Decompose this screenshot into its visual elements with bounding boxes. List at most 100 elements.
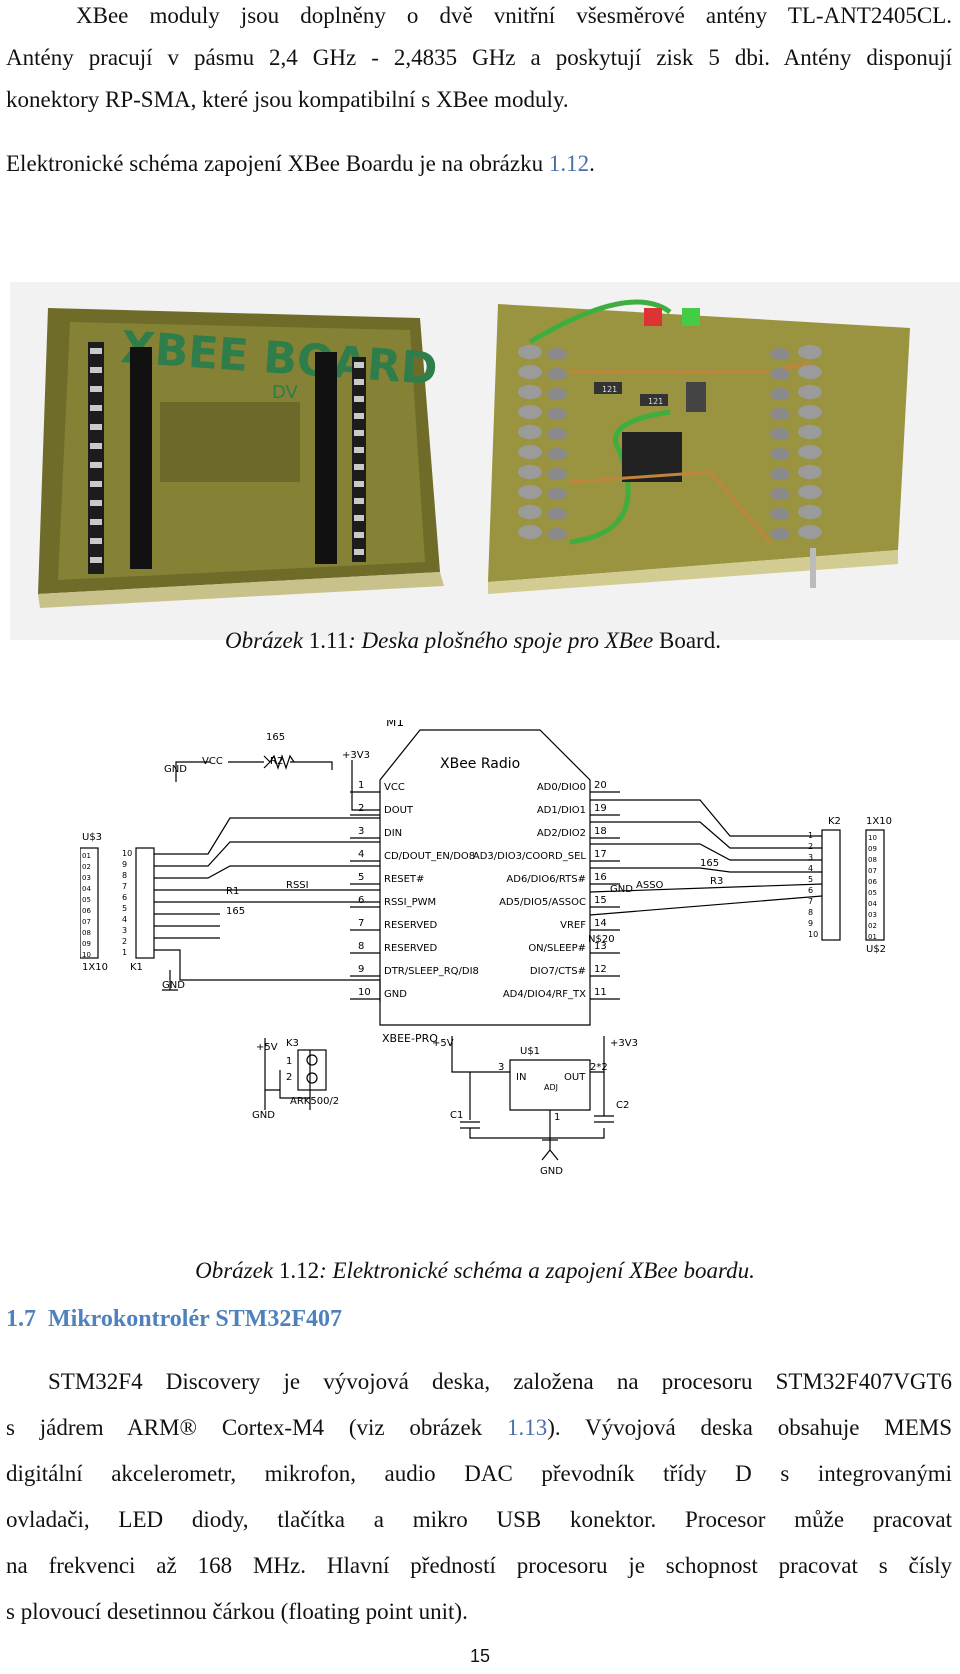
module-left-pin-label: DOUT	[384, 805, 414, 816]
solder-pad	[798, 445, 822, 459]
u3-pin: 01	[82, 852, 91, 860]
module-ref: M1	[386, 720, 404, 729]
u2-pin: 08	[868, 856, 877, 864]
u3-pin: 09	[82, 940, 91, 948]
k1-pin-number: 1	[122, 948, 127, 957]
solder-pad	[798, 365, 822, 379]
k1-pin-number: 5	[122, 904, 127, 913]
k2-pin-number: 4	[808, 864, 813, 873]
p3-line2-text: s jádrem ARM® Cortex-M4 (viz obrázek	[6, 1415, 507, 1440]
header-pin	[90, 367, 102, 373]
module-left-pin-label: VCC	[384, 782, 405, 793]
header-pin	[354, 481, 364, 487]
section-title: Mikrokontrolér STM32F407	[48, 1306, 342, 1332]
gnd-label: GND	[252, 1110, 275, 1121]
u3-pin: 05	[82, 896, 91, 904]
k3-label: K3	[286, 1038, 299, 1049]
module-left-pin-number: 4	[358, 849, 364, 860]
header-pin	[354, 515, 364, 521]
k2-pin-number: 2	[808, 842, 813, 851]
u3-pin: 02	[82, 863, 91, 871]
u1-label: U$1	[520, 1046, 540, 1057]
section-number: 1.7	[6, 1306, 36, 1332]
pcb-header-pins	[90, 348, 364, 563]
u3-pin: 10	[82, 951, 91, 959]
solder-pad	[518, 405, 542, 419]
section-heading: 1.7 Mikrokontrolér STM32F407	[6, 1306, 342, 1333]
k2-pin-number: 10	[808, 930, 818, 939]
solder-pad	[798, 385, 822, 399]
solder-pad	[770, 368, 790, 380]
module-right-pin-label: AD5/DIO5/ASSOC	[499, 897, 586, 908]
module-right-pin-label: VREF	[560, 920, 586, 931]
u2-pin: 03	[868, 911, 877, 919]
vcc-label: VCC	[202, 756, 223, 767]
solder-pad	[770, 488, 790, 500]
module-right-pin-number: 16	[594, 872, 607, 883]
pcb-part-label: 121	[602, 385, 617, 394]
header-pin	[90, 443, 102, 449]
paragraph-2: Elektronické schéma zapojení XBee Boardu…	[6, 148, 952, 180]
k1-pin-number: 4	[122, 915, 127, 924]
header-pin	[90, 557, 102, 563]
module-left-pin-number: 10	[358, 987, 371, 998]
header-pin	[354, 379, 364, 385]
u3-label: U$3	[82, 832, 102, 843]
paragraph-3-line-4: ovladači, LED diody, tlačítka a mikro US…	[6, 1507, 952, 1532]
solder-pad	[798, 425, 822, 439]
header-pin	[90, 348, 102, 354]
header-pin	[90, 500, 102, 506]
paragraph-1-line-2: Antény pracují v pásmu 2,4 GHz - 2,4835 …	[6, 45, 952, 70]
k1-pin-number: 3	[122, 926, 127, 935]
solder-pad	[547, 368, 567, 380]
solder-pad	[770, 508, 790, 520]
module-right-pin-number: 20	[594, 780, 607, 791]
module-right-pin-number: 11	[594, 987, 607, 998]
solder-pad	[547, 448, 567, 460]
module-right-pin-label: ON/SLEEP#	[528, 943, 586, 954]
reg-pin1: 1	[554, 1112, 560, 1123]
module-left-pin-number: 2	[358, 803, 364, 814]
solder-pad	[770, 348, 790, 360]
solder-pad	[770, 448, 790, 460]
r1-label: R1	[226, 886, 239, 897]
figure-reference-link[interactable]: 1.13	[506, 1415, 548, 1440]
u3-pin: 06	[82, 907, 91, 915]
header-pin	[90, 538, 102, 544]
solder-pad	[518, 465, 542, 479]
caption-prefix: Obrázek	[195, 1258, 279, 1283]
solder-pad	[798, 485, 822, 499]
figure-reference-link[interactable]: 1.12	[548, 151, 590, 176]
header-pin	[354, 430, 364, 436]
paragraph-1-line-1: XBee moduly jsou doplněny o dvě vnitřní …	[76, 3, 952, 28]
module-right-pin-number: 13	[594, 941, 607, 952]
k1-pin-number: 6	[122, 893, 127, 902]
u2-label: U$2	[866, 944, 886, 955]
solder-pad	[547, 528, 567, 540]
gnd-label: GND	[610, 884, 633, 895]
pcb-left-board: XBEE BOARD DV	[38, 308, 444, 608]
module-left-pin-label: RESERVED	[384, 943, 437, 954]
module-right-pin-number: 19	[594, 803, 607, 814]
k3-pin2: 2	[286, 1072, 292, 1083]
u3-pin: 08	[82, 929, 91, 937]
solder-pad	[798, 465, 822, 479]
plus3v3-label: +3V3	[342, 750, 370, 761]
solder-pad	[547, 508, 567, 520]
module-name: XBEE-PRO	[382, 1032, 438, 1045]
figure-2-caption: Obrázek 1.12: Elektronické schéma a zapo…	[0, 1258, 960, 1284]
k1-pin-number: 10	[122, 849, 132, 858]
header-pin	[354, 362, 364, 368]
u2-pin: 02	[868, 922, 877, 930]
k1-label: K1	[130, 962, 143, 973]
paragraph-2-end: .	[589, 151, 595, 176]
header-pin	[354, 532, 364, 538]
u2-pin: 07	[868, 867, 877, 875]
module-right-pin-number: 15	[594, 895, 607, 906]
k1-pin-number: 8	[122, 871, 127, 880]
u2-pin: 10	[868, 834, 877, 842]
gnd-label: GND	[540, 1166, 563, 1177]
header-pin	[90, 424, 102, 430]
solder-pad	[518, 365, 542, 379]
paragraph-3-line-6: s plovoucí desetinnou čárkou (floating p…	[6, 1599, 468, 1624]
